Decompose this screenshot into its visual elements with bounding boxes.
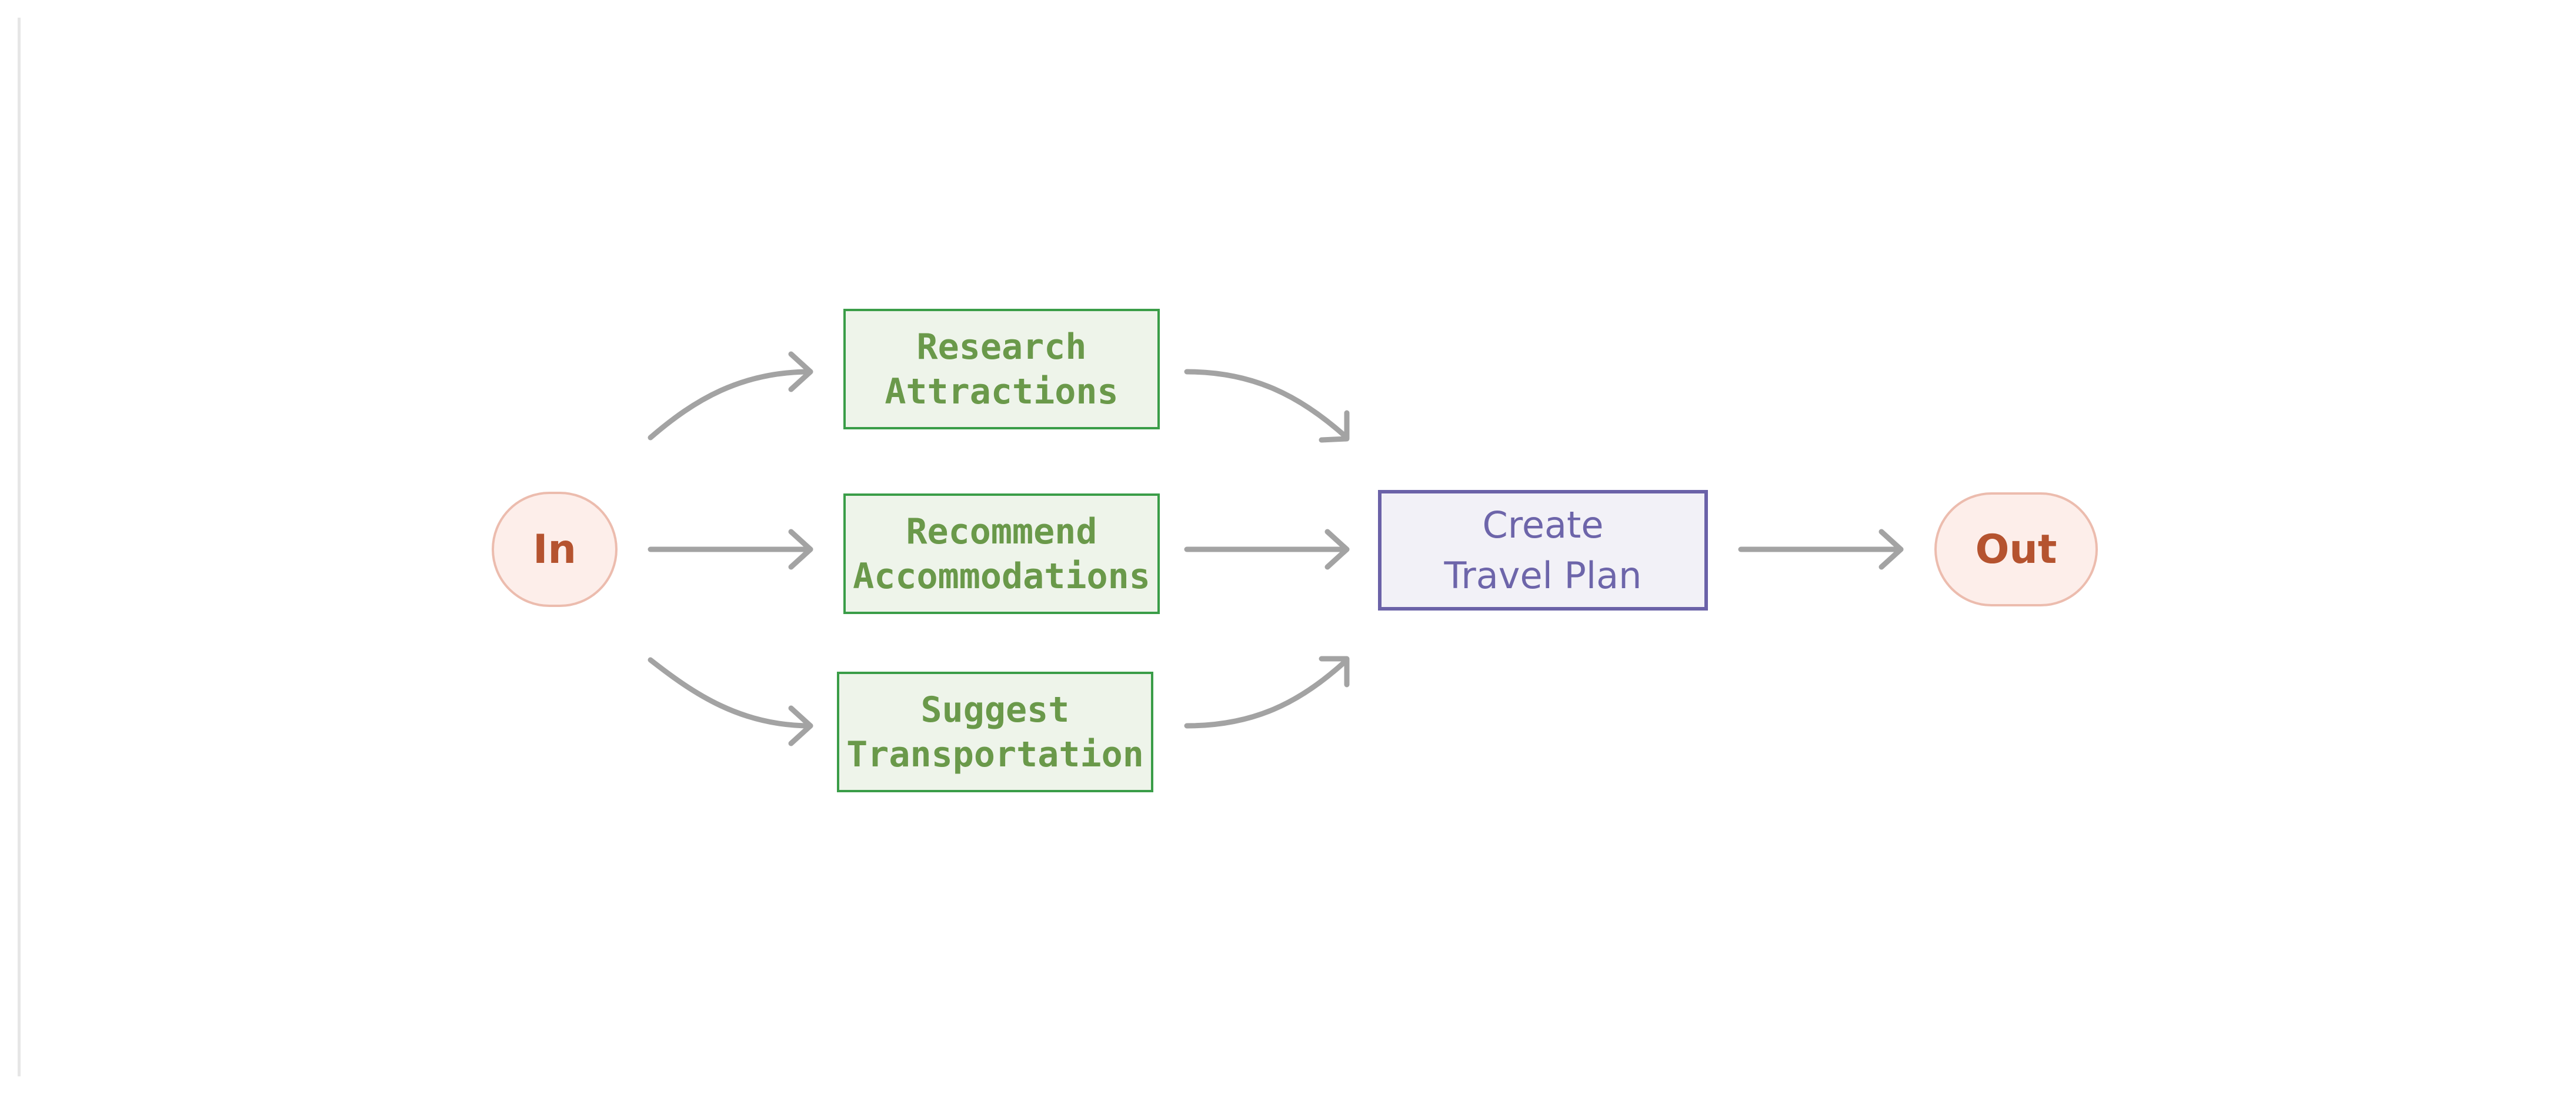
recommend-accommodations-line-2: Accommodations	[853, 555, 1150, 597]
edge-input-to-recommend	[648, 529, 813, 570]
input-node-label: In	[533, 526, 576, 573]
edge-input-to-suggest	[648, 657, 813, 746]
output-node[interactable]: Out	[1934, 492, 2098, 606]
create-travel-plan-line-1: Create	[1482, 503, 1604, 546]
edge-recommend-to-create	[1184, 529, 1350, 570]
research-attractions-node[interactable]: Research Attractions	[843, 309, 1160, 429]
suggest-transportation-line-1: Suggest	[920, 689, 1070, 731]
edge-research-to-create	[1184, 369, 1350, 443]
research-attractions-line-2: Attractions	[885, 371, 1119, 412]
suggest-transportation-line-2: Transportation	[846, 733, 1144, 775]
recommend-accommodations-node[interactable]: Recommend Accommodations	[843, 493, 1160, 614]
edge-create-to-output	[1738, 529, 1904, 570]
edge-input-to-research	[648, 351, 813, 441]
create-travel-plan-line-2: Travel Plan	[1444, 553, 1642, 597]
create-travel-plan-node[interactable]: Create Travel Plan	[1378, 490, 1708, 611]
edge-suggest-to-create	[1184, 656, 1350, 729]
research-attractions-line-1: Research	[916, 326, 1087, 368]
output-node-label: Out	[1975, 526, 2057, 573]
input-node[interactable]: In	[492, 492, 618, 607]
suggest-transportation-node[interactable]: Suggest Transportation	[837, 672, 1153, 792]
left-border-line	[18, 18, 21, 1076]
recommend-accommodations-line-1: Recommend	[906, 511, 1097, 552]
